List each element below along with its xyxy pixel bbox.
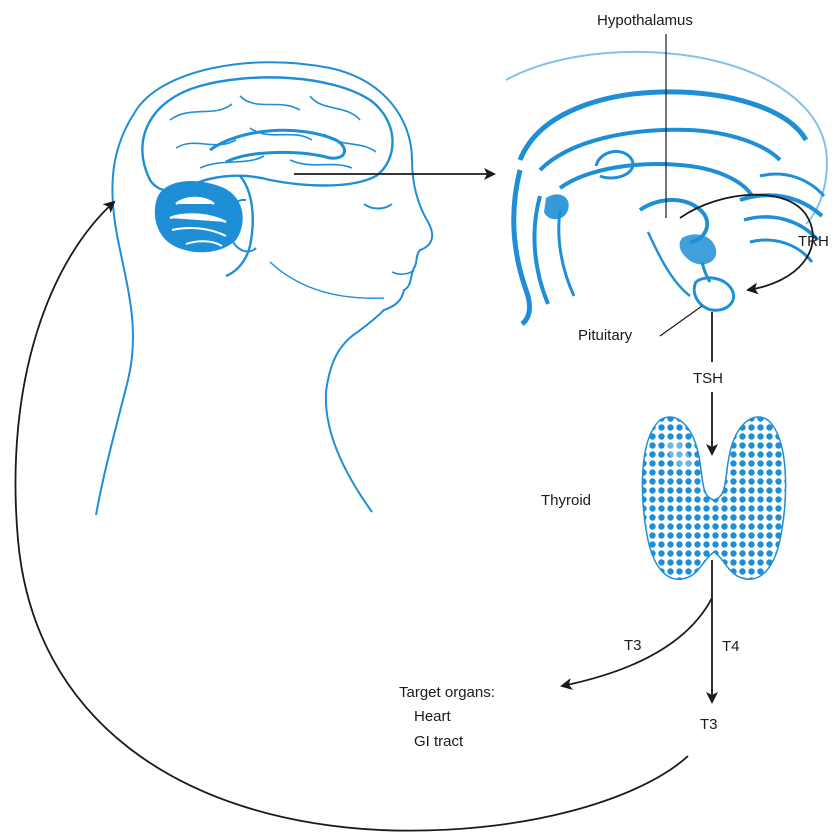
head-profile-illustration xyxy=(96,62,432,515)
label-heart: Heart xyxy=(414,708,452,725)
label-t4: T4 xyxy=(722,638,740,655)
label-t3-branch: T3 xyxy=(624,637,642,654)
label-thyroid: Thyroid xyxy=(541,492,591,509)
label-trh: TRH xyxy=(798,233,829,250)
label-tsh: TSH xyxy=(693,370,723,387)
thyroid-gland-illustration xyxy=(642,417,785,579)
closed-eye xyxy=(364,204,392,209)
label-hypothalamus: Hypothalamus xyxy=(597,12,693,29)
label-gi-tract: GI tract xyxy=(414,733,464,750)
label-t3-converted: T3 xyxy=(700,716,718,733)
label-pituitary: Pituitary xyxy=(578,327,633,344)
neck-back-outline xyxy=(96,112,135,515)
label-target-organs: Target organs: xyxy=(399,684,495,701)
pituitary-gland xyxy=(694,278,733,310)
pituitary-leader xyxy=(660,306,702,336)
feedback-loop-arrow xyxy=(15,202,688,831)
mouth xyxy=(392,270,414,274)
jaw-line xyxy=(270,262,384,298)
